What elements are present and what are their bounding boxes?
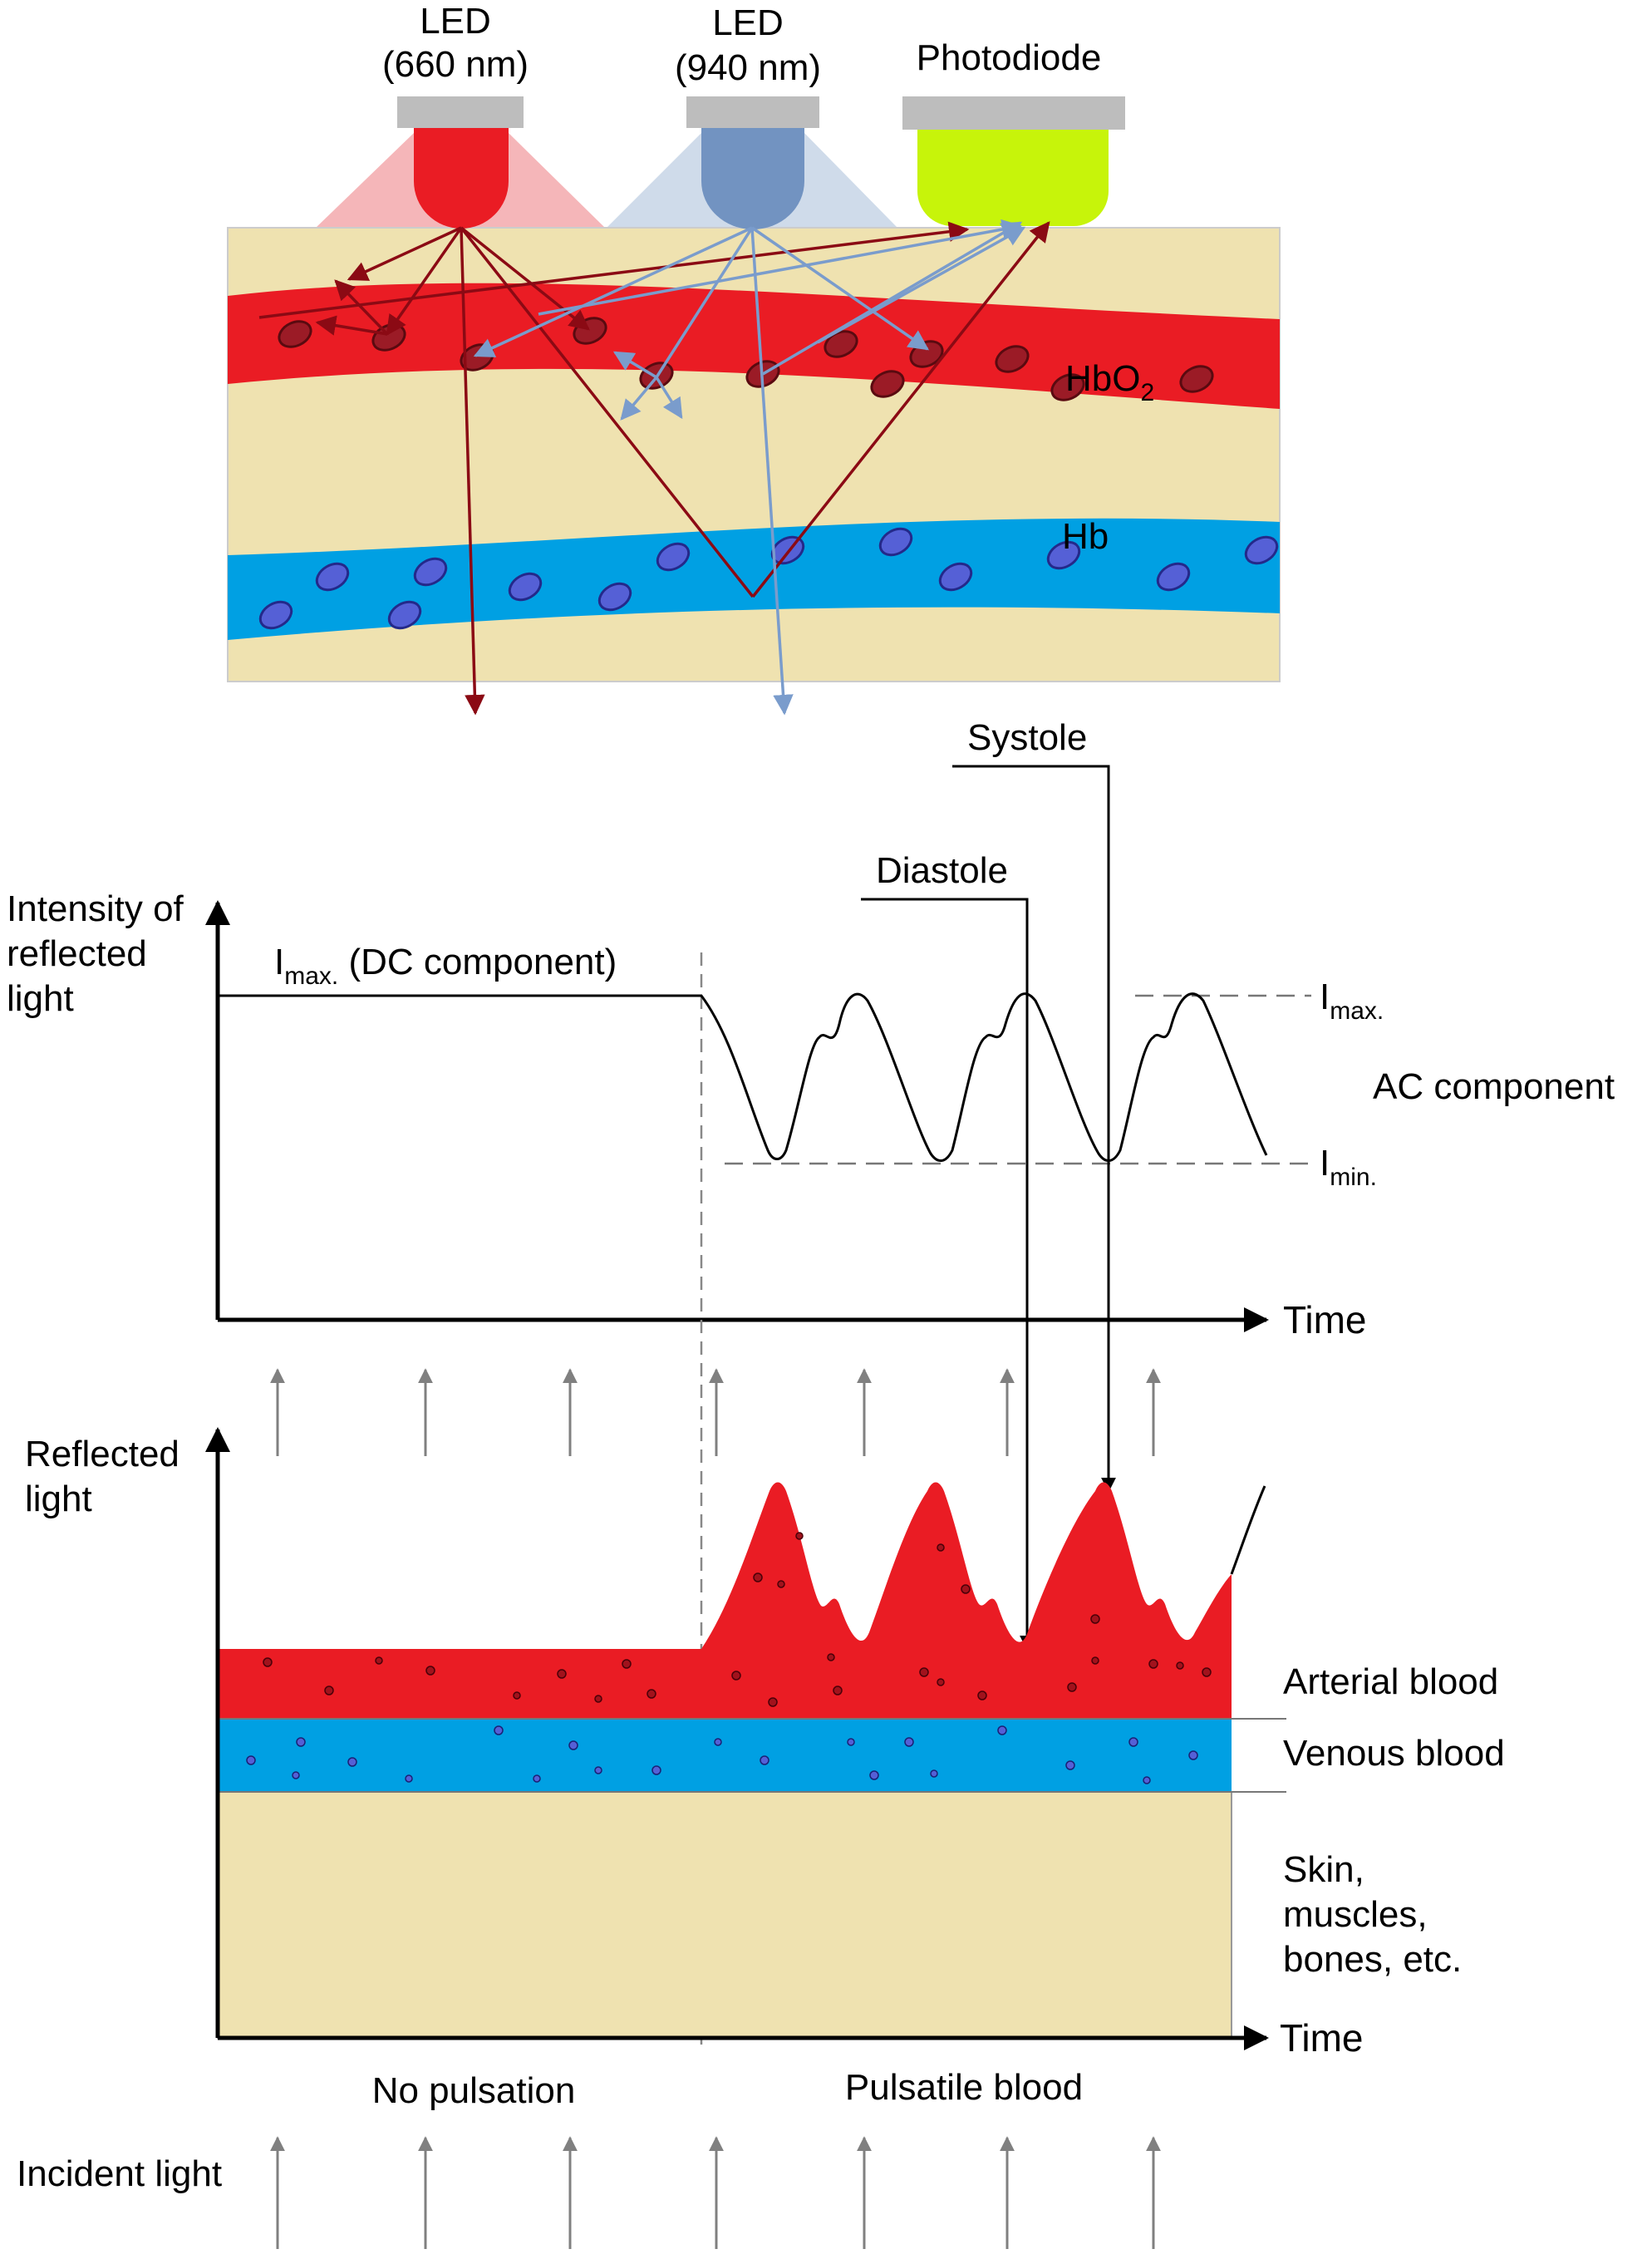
- photodiode-sensor: [917, 130, 1109, 226]
- imin-label: Imin.: [1320, 1143, 1377, 1191]
- led-ir-label-line2: (940 nm): [675, 47, 821, 88]
- absorption-y-axis-label-2: light: [25, 1479, 92, 1519]
- diastole-label: Diastole: [876, 850, 1008, 891]
- incident-light-label: Incident light: [17, 2153, 222, 2194]
- tissue-label-3: bones, etc.: [1283, 1939, 1462, 1980]
- photodiode-label: Photodiode: [917, 37, 1102, 78]
- imax-label: Imax.: [1320, 977, 1384, 1025]
- led-red-emitter: [414, 128, 509, 229]
- venous-layer: [218, 1719, 1232, 1792]
- led-red-label-line1: LED: [420, 1, 491, 42]
- artery-label: HbO2: [1065, 358, 1154, 406]
- led-red-label-line2: (660 nm): [382, 44, 529, 85]
- tissue-layer: [217, 1791, 1232, 2039]
- tissue-label-1: Skin,: [1283, 1849, 1364, 1890]
- arterial-particles: [263, 1532, 1212, 1707]
- incident-light-arrows: [270, 2136, 1161, 2249]
- vein-label: Hb: [1062, 516, 1109, 557]
- reflected-light-arrows: [270, 1368, 1161, 1456]
- waveform-y-axis-label-3: light: [7, 978, 74, 1019]
- venous-blood-cells: [258, 527, 1279, 630]
- vein-vessel: [228, 518, 1280, 640]
- ac-component-label: AC component: [1373, 1066, 1615, 1107]
- absorption-x-axis-label: Time: [1280, 2016, 1364, 2060]
- red-light-rays: [258, 221, 1050, 716]
- tissue-label-2: muscles,: [1283, 1894, 1428, 1935]
- ppg-waveform-chart: Intensity of reflected light Time Imax. …: [7, 717, 1615, 2045]
- no-pulsation-label: No pulsation: [372, 2070, 576, 2111]
- pulsatile-blood-label: Pulsatile blood: [845, 2067, 1083, 2108]
- absorption-y-axis-label-1: Reflected: [25, 1434, 179, 1474]
- arterial-layer: [218, 1482, 1232, 1719]
- artery-vessel: [228, 283, 1280, 409]
- venous-particles: [246, 1725, 1198, 1784]
- venous-blood-label: Venous blood: [1283, 1733, 1505, 1774]
- diastole-leader: [861, 898, 1035, 1651]
- waveform-y-axis-label-2: reflected: [7, 933, 147, 974]
- led-ir-label-line1: LED: [712, 2, 784, 43]
- led-red-housing: [397, 96, 524, 128]
- ir-light-rays: [473, 219, 1026, 716]
- systole-label: Systole: [967, 717, 1087, 758]
- led-ir-emitter: [701, 128, 804, 229]
- systole-leader: [952, 765, 1116, 1493]
- ppg-trace: [218, 992, 1268, 1162]
- waveform-y-axis-label-1: Intensity of: [7, 888, 184, 929]
- waveform-x-axis-label: Time: [1283, 1298, 1367, 1341]
- imax-dc-label: Imax. (DC component): [274, 942, 617, 990]
- photodiode-housing: [902, 96, 1125, 130]
- absorption-chart: Reflected light Time Arterial blood Veno…: [17, 1368, 1505, 2249]
- arterial-blood-label: Arterial blood: [1283, 1661, 1498, 1702]
- sensor-illustration: LED (660 nm) LED (940 nm) Photodiode HbO…: [227, 1, 1281, 716]
- arterial-envelope-extension: [1230, 1485, 1266, 1575]
- led-ir-housing: [686, 96, 819, 128]
